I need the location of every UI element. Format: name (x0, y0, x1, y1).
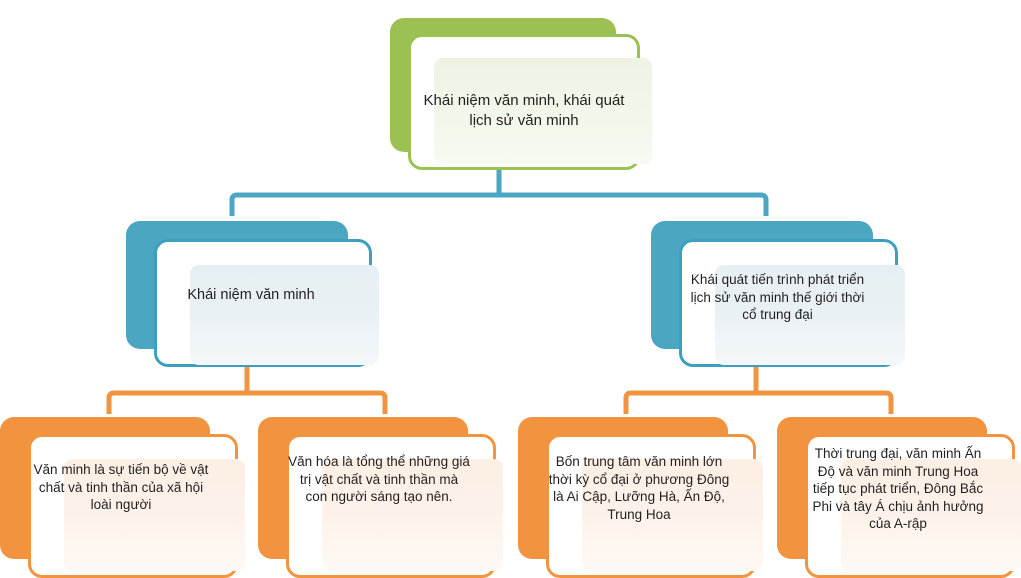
node-branch-left-label: Khái niệm văn minh (187, 287, 315, 303)
node-root-label: Khái niệm văn minh, khái quát lịch sử vă… (423, 92, 625, 129)
node-root-card[interactable]: Khái niệm văn minh, khái quát lịch sử vă… (408, 34, 652, 170)
node-leaf-2-card[interactable] (286, 434, 503, 578)
node-branch-right-card[interactable] (679, 239, 905, 367)
connector-root-branch (229, 192, 769, 216)
node-leaf-1-card[interactable] (28, 434, 245, 578)
node-branch-right-inner-fill (715, 265, 905, 365)
node-branch-right[interactable]: Khái quát tiến trình phát triển lịch sử … (651, 221, 905, 367)
node-leaf-1-label: Văn minh là sự tiến bộ về vật chất và ti… (33, 462, 209, 513)
node-leaf-3-inner-fill (582, 459, 763, 571)
node-leaf-1-inner-fill (64, 459, 245, 571)
node-branch-left-card[interactable] (154, 239, 379, 367)
node-branch-left-inner-fill (190, 265, 379, 365)
node-leaf-4-card[interactable] (805, 434, 1021, 578)
node-branch-left[interactable]: Khái niệm văn minh (126, 221, 379, 367)
node-leaf-4[interactable]: Thời trung đại, văn minh Ấn Độ và văn mi… (777, 417, 1021, 578)
node-leaf-3[interactable]: Bốn trung tâm văn minh lớn thời kỳ cổ đạ… (518, 417, 763, 578)
connector-left-branch (106, 390, 388, 414)
node-branch-right-label: Khái quát tiến trình phát triển lịch sử … (690, 272, 865, 323)
node-leaf-2-inner-fill (322, 459, 503, 571)
node-root[interactable]: Khái niệm văn minh, khái quát lịch sử vă… (390, 18, 652, 170)
node-leaf-2[interactable]: Văn hóa là tổng thể những giá trị vật ch… (258, 417, 503, 578)
node-leaf-4-inner-fill (841, 459, 1021, 571)
connector-right-branch (623, 390, 894, 414)
node-root-inner-fill (434, 58, 652, 164)
node-leaf-3-label: Bốn trung tâm văn minh lớn thời kỳ cổ đạ… (548, 454, 730, 522)
node-leaf-3-card[interactable] (546, 434, 763, 578)
node-leaf-1[interactable]: Văn minh là sự tiến bộ về vật chất và ti… (0, 417, 245, 578)
node-leaf-2-label: Văn hóa là tổng thể những giá trị vật ch… (288, 454, 470, 505)
node-leaf-4-label: Thời trung đại, văn minh Ấn Độ và văn mi… (812, 446, 984, 532)
